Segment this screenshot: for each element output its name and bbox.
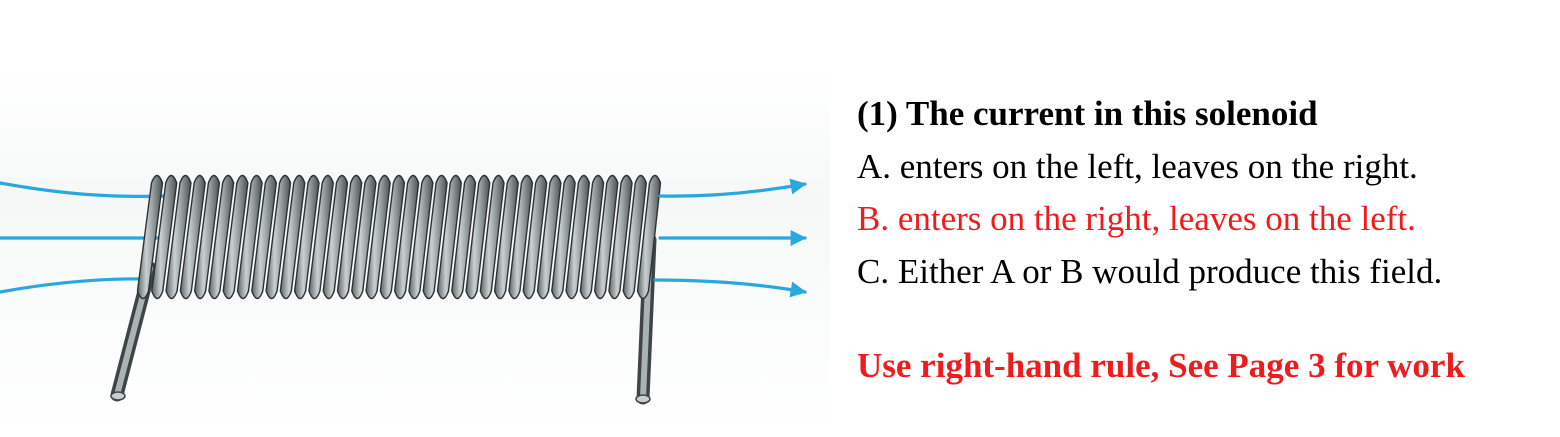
left-leg-end (110, 391, 126, 401)
coil-turn (536, 174, 562, 300)
coil-turn (393, 174, 420, 300)
coil-turn (136, 174, 164, 300)
coil-turn (236, 174, 263, 300)
coil-turn (479, 174, 505, 300)
coil-turn (622, 174, 647, 300)
coil-turn (365, 174, 391, 300)
field-line-left-bottom (0, 277, 152, 294)
coil-turn (493, 174, 519, 300)
option-b-correct-answer: B. enters on the right, leaves on the le… (857, 199, 1416, 238)
question-title: (1) The current in this solenoid (857, 94, 1318, 133)
coil-turn (308, 174, 334, 300)
coil-turn (579, 174, 605, 300)
coil-turn (251, 174, 278, 300)
coil-turn (508, 174, 534, 300)
coil-turn (551, 174, 576, 300)
coil-turn (422, 174, 448, 300)
field-lines-left (0, 181, 167, 294)
solenoid-coil (136, 174, 662, 300)
right-leg-end (635, 394, 651, 404)
coil-turn (151, 174, 178, 300)
coil-turn (322, 174, 349, 300)
coil-turn (208, 174, 235, 300)
coil-turn (608, 174, 633, 300)
coil-turn (193, 174, 221, 300)
coil-turn (179, 174, 206, 300)
coil-turn (165, 174, 192, 300)
question-block: (1) The current in this solenoid A. ente… (857, 88, 1557, 298)
option-a: A. enters on the left, leaves on the rig… (857, 146, 1418, 186)
coil-turn (408, 174, 434, 300)
coil-turn (351, 174, 377, 300)
work-note: Use right-hand rule, See Page 3 for work (857, 346, 1465, 385)
coil-turn (522, 174, 548, 300)
coil-turn (265, 174, 292, 300)
option-c: C. Either A or B would produce this fiel… (857, 251, 1443, 291)
field-line-left-top (0, 181, 167, 198)
coil-turn (379, 174, 406, 300)
coil-turn (293, 174, 320, 300)
coil-turn (636, 174, 662, 300)
coil-turn (222, 174, 249, 300)
coil-turn (565, 174, 591, 300)
field-arrow-top (658, 178, 807, 198)
coil-turn (436, 174, 463, 300)
coil-turn (593, 174, 619, 300)
coil-turn (279, 174, 306, 300)
field-lines-right (653, 178, 807, 298)
coil-turn (336, 174, 363, 300)
field-arrow-bottom (653, 278, 807, 298)
solenoid-figure (0, 70, 830, 437)
coil-turn (465, 174, 491, 300)
coil-turn (451, 174, 477, 300)
